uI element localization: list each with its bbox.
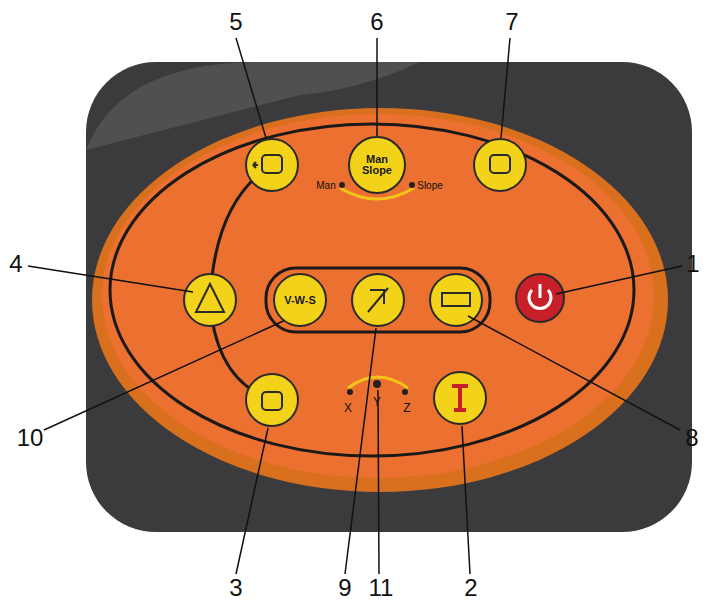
button — [430, 274, 482, 326]
leader-line — [236, 38, 266, 138]
icon — [262, 155, 282, 173]
button — [352, 274, 404, 326]
power-symbol — [539, 284, 542, 298]
callout-number: 4 — [9, 252, 22, 276]
leader-line — [556, 266, 682, 294]
housing — [86, 62, 692, 532]
icon — [490, 155, 510, 173]
callout-number: 7 — [505, 10, 518, 34]
led — [373, 380, 381, 388]
button — [184, 274, 236, 326]
axis-label: Y — [373, 396, 381, 408]
button — [474, 139, 526, 191]
leader-line — [378, 390, 379, 574]
callout-number: 8 — [685, 426, 698, 450]
mode-bar — [266, 268, 490, 332]
led — [347, 389, 353, 395]
axis-arc — [348, 377, 408, 388]
indicator-label: Man — [316, 181, 335, 191]
leader-line — [376, 38, 378, 136]
mode-button: V-W-S — [273, 273, 327, 327]
icon — [452, 386, 468, 410]
leader-line — [44, 318, 290, 430]
leader-line — [462, 426, 470, 574]
icon — [442, 293, 470, 306]
orange-rim — [92, 108, 668, 492]
icon — [196, 284, 224, 312]
button-text: V-W-S — [284, 295, 316, 306]
callout-number: 6 — [370, 10, 383, 34]
leader-line — [345, 328, 376, 574]
button — [434, 372, 486, 424]
leader-line — [501, 38, 510, 138]
icon — [262, 392, 282, 410]
icon — [253, 162, 258, 168]
axis-label: Z — [403, 402, 410, 414]
callout-number: 9 — [338, 576, 351, 600]
leader-line — [28, 266, 193, 292]
callout-number: 3 — [229, 576, 242, 600]
button — [246, 139, 298, 191]
button — [246, 374, 298, 426]
led — [402, 389, 408, 395]
callout-number: 5 — [229, 10, 242, 34]
icon — [368, 288, 388, 312]
led — [409, 182, 415, 188]
callout-number: 10 — [17, 426, 44, 450]
leader-line — [468, 316, 680, 430]
callout-number: 2 — [464, 576, 477, 600]
button-text: Man Slope — [355, 154, 399, 176]
panel-outline — [110, 124, 634, 456]
mode-button: Man Slope — [348, 136, 406, 194]
indicator-label: Slope — [417, 181, 443, 191]
led — [339, 182, 345, 188]
callout-number: 11 — [369, 576, 394, 600]
callout-number: 1 — [686, 252, 699, 276]
power-button — [516, 274, 564, 322]
leader-line — [236, 428, 268, 574]
axis-label: X — [344, 402, 352, 414]
